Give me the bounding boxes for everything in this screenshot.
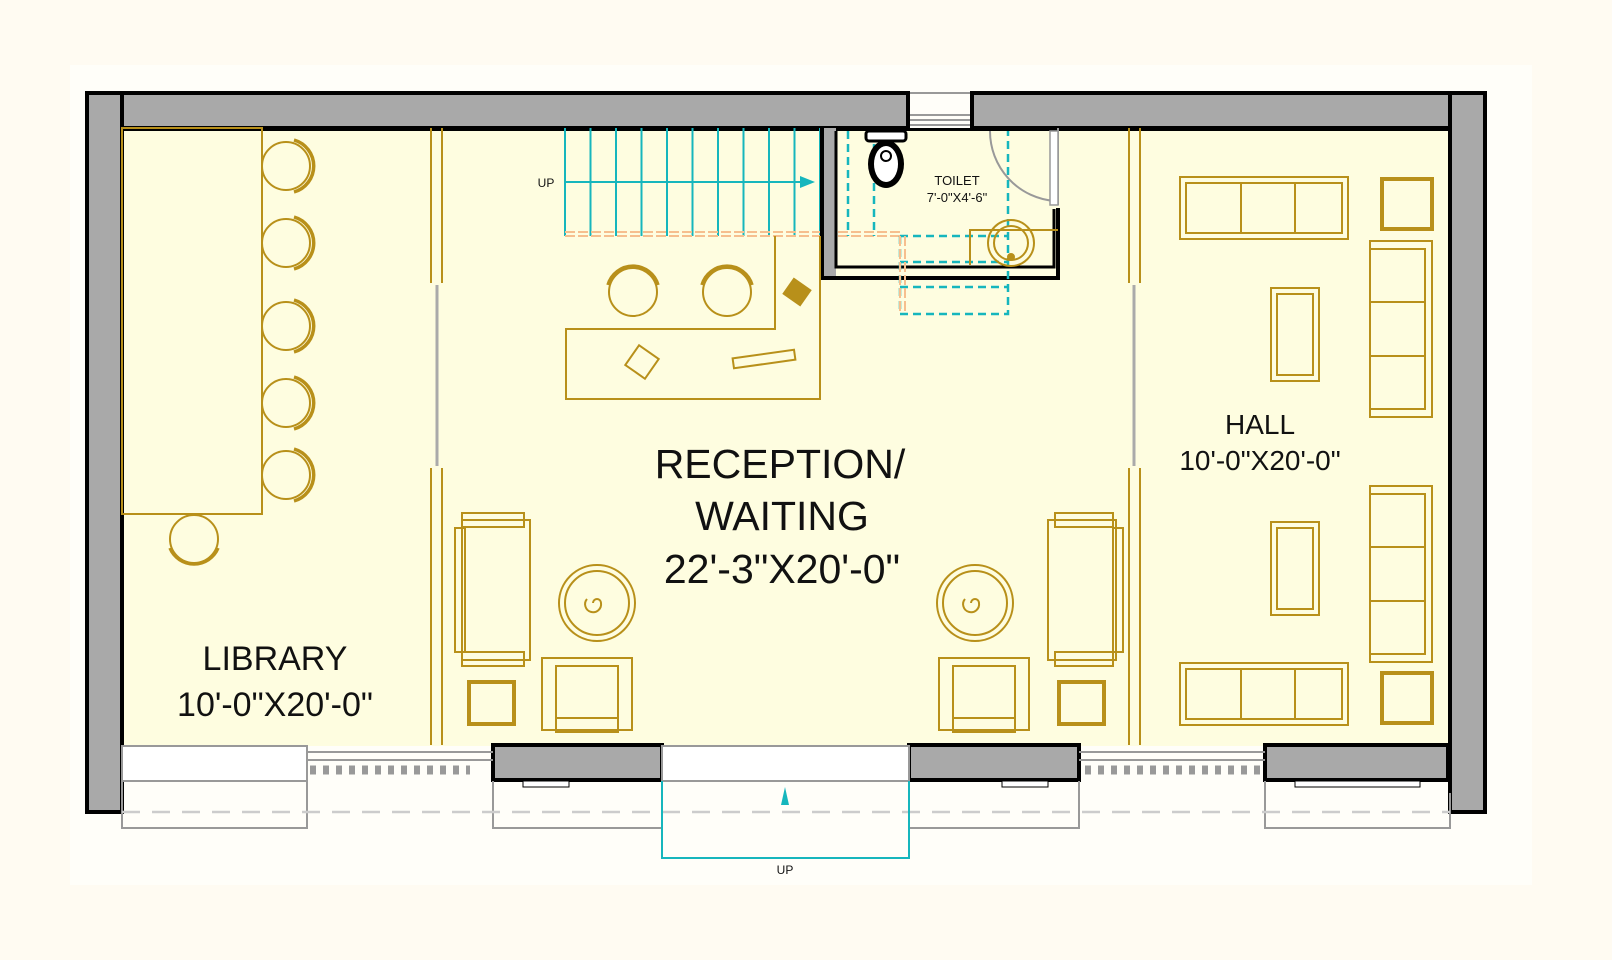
hall-name: HALL [1225, 409, 1295, 440]
entrance-stair-up-label: UP [777, 863, 794, 877]
hall-furniture [1179, 176, 1434, 726]
internal-stair-up-label: UP [538, 176, 555, 190]
library-chair [261, 141, 311, 191]
library-chair-back [293, 215, 316, 271]
entrance-stair: UP [661, 745, 910, 877]
library-chair [261, 218, 311, 268]
library-chair-back [293, 138, 316, 194]
library-chair [261, 450, 311, 500]
toilet-name: TOILET [934, 173, 979, 188]
reception-name-line2: WAITING [695, 493, 869, 539]
outer-walls [85, 91, 1487, 814]
toilet-icon [864, 129, 908, 188]
library-chair-back [293, 375, 316, 431]
bottom-windows [121, 745, 1451, 829]
top-window [910, 92, 970, 126]
library-chair-back [293, 447, 316, 503]
partition-walls [430, 128, 1141, 745]
toilet-room: TOILET 7'-0"X4'-6" [820, 128, 1060, 316]
library-chair [261, 301, 311, 351]
library-furniture [121, 127, 316, 566]
reception-size: 22'-3"X20'-0" [664, 546, 900, 592]
reception-name-line1: RECEPTION/ [655, 441, 906, 487]
room-labels: RECEPTION/ WAITING 22'-3"X20'-0" LIBRARY… [177, 409, 1341, 724]
reception-desk [565, 236, 821, 400]
library-chair-back [293, 298, 316, 354]
hall-size: 10'-0"X20'-0" [1179, 445, 1340, 476]
library-name: LIBRARY [203, 640, 348, 678]
library-chair [261, 378, 311, 428]
sink-icon [969, 219, 1058, 267]
reception-seating [454, 512, 1124, 733]
library-size: 10'-0"X20'-0" [177, 686, 373, 724]
toilet-size: 7'-0"X4'-6" [927, 190, 988, 205]
